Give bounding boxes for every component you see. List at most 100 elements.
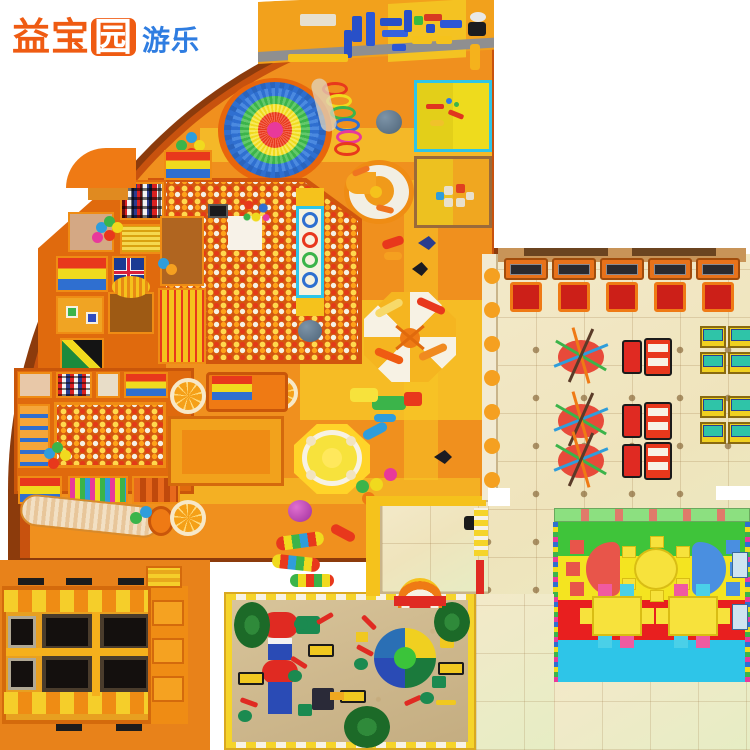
donut-seating-wedge bbox=[346, 172, 376, 194]
party-room-bottom-floor bbox=[554, 682, 750, 750]
party-stool-blue[interactable] bbox=[726, 582, 740, 596]
trampoline-bed[interactable] bbox=[8, 658, 36, 690]
party-shelf bbox=[732, 552, 748, 578]
party-chair-yellow[interactable] bbox=[718, 608, 730, 624]
trampoline-bed[interactable] bbox=[8, 616, 36, 648]
party-chair-pink[interactable] bbox=[620, 636, 634, 648]
party-chair-pink[interactable] bbox=[598, 584, 612, 596]
foam-block bbox=[440, 20, 462, 28]
racing-cabinet-seat[interactable] bbox=[510, 282, 542, 312]
toy-a-item bbox=[454, 102, 459, 107]
balloon-decor bbox=[112, 222, 123, 233]
ladder-blue[interactable] bbox=[18, 404, 50, 468]
balloon-decor bbox=[60, 450, 71, 461]
toy-b-item bbox=[456, 184, 465, 193]
arcade-hall-notch-right bbox=[716, 486, 750, 500]
hoop-ring-green bbox=[302, 252, 318, 268]
balloon-decor bbox=[130, 512, 142, 524]
trampoline-bed[interactable] bbox=[100, 614, 150, 650]
carousel-seat bbox=[306, 470, 316, 480]
foam-block bbox=[404, 10, 412, 32]
party-stool-red[interactable] bbox=[570, 540, 584, 554]
lobby-yellow-band-left bbox=[366, 500, 380, 596]
trampoline-bumper bbox=[66, 578, 92, 585]
tube-slide-mouth bbox=[148, 506, 174, 536]
logo-sub-text: 游乐 bbox=[142, 24, 201, 57]
foam-block bbox=[382, 30, 408, 37]
party-chair[interactable] bbox=[650, 590, 664, 602]
carousel-seat bbox=[346, 436, 356, 446]
party-chair-yellow[interactable] bbox=[656, 608, 668, 624]
racing-cabinet-seat[interactable] bbox=[606, 282, 638, 312]
brand-logo: 益宝 园 游乐 bbox=[12, 18, 200, 56]
party-stool-blue[interactable] bbox=[726, 540, 740, 554]
foam-block bbox=[426, 24, 435, 33]
balloon-decor bbox=[194, 140, 205, 151]
chalkboard-panel bbox=[208, 204, 228, 218]
palm-plant bbox=[434, 602, 470, 642]
party-chair-cyan[interactable] bbox=[620, 584, 634, 596]
sand-rake-head bbox=[294, 618, 308, 630]
trampoline-bumper bbox=[56, 724, 82, 731]
foosball-field bbox=[731, 329, 750, 341]
party-chair-pink[interactable] bbox=[674, 584, 688, 596]
hoop-cap-bottom bbox=[296, 298, 324, 316]
carousel-seat bbox=[346, 470, 356, 480]
party-stool-red[interactable] bbox=[570, 582, 584, 596]
wall-light bbox=[484, 370, 500, 386]
party-chair[interactable] bbox=[622, 546, 636, 558]
lower-castle-tartan-panel bbox=[56, 372, 92, 398]
palm-plant bbox=[234, 602, 270, 648]
racing-cabinet-seat[interactable] bbox=[654, 282, 686, 312]
party-chair[interactable] bbox=[676, 546, 690, 558]
trampoline-pad-top bbox=[4, 590, 184, 612]
balloon-decor bbox=[104, 230, 115, 241]
party-chair-cyan[interactable] bbox=[696, 584, 710, 596]
party-rect-table[interactable] bbox=[592, 596, 642, 636]
party-round-table[interactable] bbox=[634, 548, 678, 590]
party-chair[interactable] bbox=[650, 536, 664, 548]
trampoline-bed[interactable] bbox=[42, 656, 92, 692]
rock-boulder bbox=[298, 320, 322, 342]
palm-plant bbox=[344, 706, 390, 748]
sand-shovel bbox=[436, 700, 456, 705]
plan-cutout-topleft bbox=[0, 0, 300, 12]
wall-light bbox=[484, 472, 500, 488]
castle-slide-orange bbox=[66, 148, 136, 188]
spiral-slide-ring bbox=[334, 142, 360, 156]
kiddie-ride[interactable] bbox=[622, 340, 642, 374]
foosball-field bbox=[731, 399, 750, 411]
foam-block bbox=[414, 16, 423, 25]
block-room-bar-yellow bbox=[470, 44, 480, 70]
toy-a-item bbox=[446, 98, 452, 104]
foam-block bbox=[392, 44, 406, 51]
toy-b-item bbox=[444, 198, 453, 207]
foam-block bbox=[468, 22, 486, 36]
kiddie-ride[interactable] bbox=[622, 404, 642, 438]
foosball-field bbox=[703, 399, 723, 411]
party-chair-yellow[interactable] bbox=[642, 608, 654, 624]
kiddie-ride-seat bbox=[648, 448, 668, 456]
kiddie-ride[interactable] bbox=[622, 444, 642, 478]
party-chair-pink[interactable] bbox=[696, 636, 710, 648]
party-chair-cyan[interactable] bbox=[598, 636, 612, 648]
trampoline-bed[interactable] bbox=[100, 656, 150, 692]
party-room-stripe-cyan bbox=[556, 640, 750, 682]
secondary-ball-pit[interactable] bbox=[54, 402, 166, 468]
racing-cabinet-screen bbox=[558, 264, 590, 275]
carousel-seat bbox=[306, 436, 316, 446]
play-train-rainbow bbox=[212, 376, 252, 400]
toy-ball bbox=[384, 468, 397, 481]
racing-cabinet-seat[interactable] bbox=[702, 282, 734, 312]
trampoline-bed[interactable] bbox=[42, 614, 92, 650]
party-chair-yellow[interactable] bbox=[580, 608, 592, 624]
balloon-decor bbox=[44, 448, 55, 459]
wall-light bbox=[484, 336, 500, 352]
racing-cabinet-seat[interactable] bbox=[558, 282, 590, 312]
castle-arch-tube bbox=[112, 276, 150, 298]
party-rect-table[interactable] bbox=[668, 596, 718, 636]
foam-block bbox=[344, 30, 352, 58]
party-stool-red[interactable] bbox=[566, 562, 580, 576]
toy-b-item bbox=[444, 186, 453, 195]
party-chair-cyan[interactable] bbox=[674, 636, 688, 648]
